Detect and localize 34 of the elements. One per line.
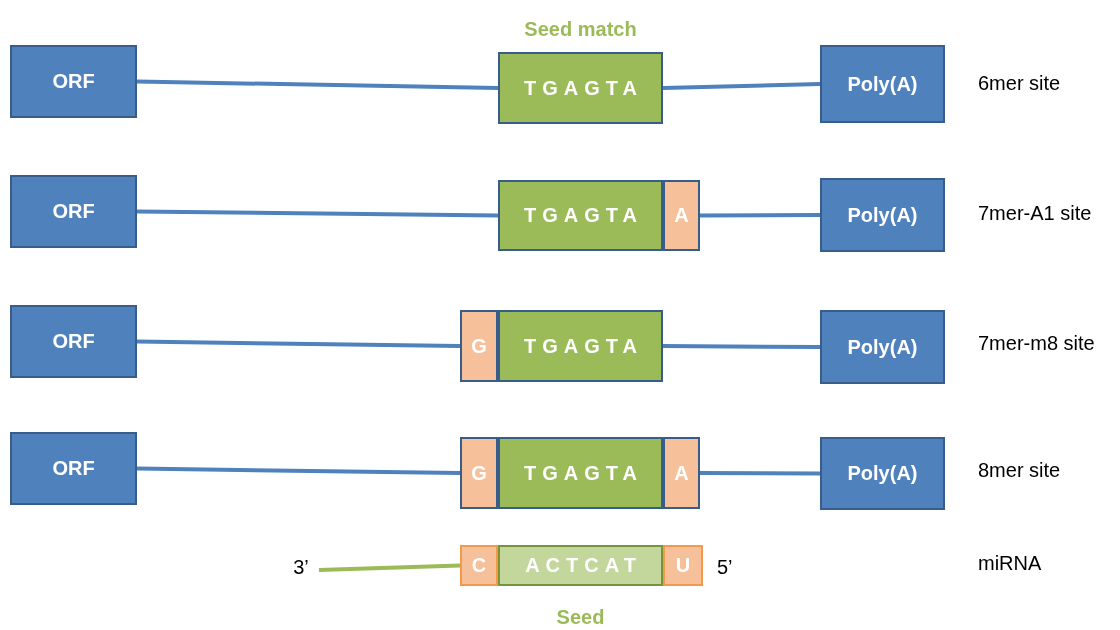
connector-line xyxy=(662,82,821,90)
seed-match-box: TGAGTA xyxy=(498,310,663,382)
nucleotide-box: A xyxy=(663,180,700,251)
orf-box: Poly(A) xyxy=(820,310,945,384)
row-label: miRNA xyxy=(978,552,1042,575)
end-label: 5’ xyxy=(717,555,733,579)
connector-line xyxy=(136,339,461,348)
row-label: 8mer site xyxy=(978,459,1061,482)
connector-line xyxy=(136,79,499,90)
row-label: 7mer-m8 site xyxy=(978,332,1095,355)
orf-box: ORF xyxy=(10,432,137,505)
nucleotide-box: C xyxy=(460,545,498,586)
nucleotide-box: G xyxy=(460,310,498,382)
seed-match-box: TGAGTA xyxy=(498,437,663,509)
nucleotide-box: A xyxy=(663,437,700,509)
connector-line xyxy=(136,466,461,475)
region-heading: Seed match xyxy=(523,18,638,41)
orf-box: Poly(A) xyxy=(820,437,945,510)
connector-line xyxy=(136,209,499,218)
connector-line xyxy=(318,563,461,572)
connector-line xyxy=(663,344,820,349)
region-heading: Seed xyxy=(555,606,606,629)
connector-line xyxy=(700,471,820,476)
row-label: 7mer-A1 site xyxy=(978,202,1092,225)
orf-box: ORF xyxy=(10,305,137,378)
nucleotide-box: G xyxy=(460,437,498,509)
orf-box: Poly(A) xyxy=(820,178,945,252)
end-label: 3’ xyxy=(293,555,309,579)
orf-box: ORF xyxy=(10,175,137,248)
orf-box: ORF xyxy=(10,45,137,118)
row-label: 6mer site xyxy=(978,72,1061,95)
seed-match-box: TGAGTA xyxy=(498,180,663,251)
orf-box: Poly(A) xyxy=(820,45,945,123)
connector-line xyxy=(700,213,820,218)
